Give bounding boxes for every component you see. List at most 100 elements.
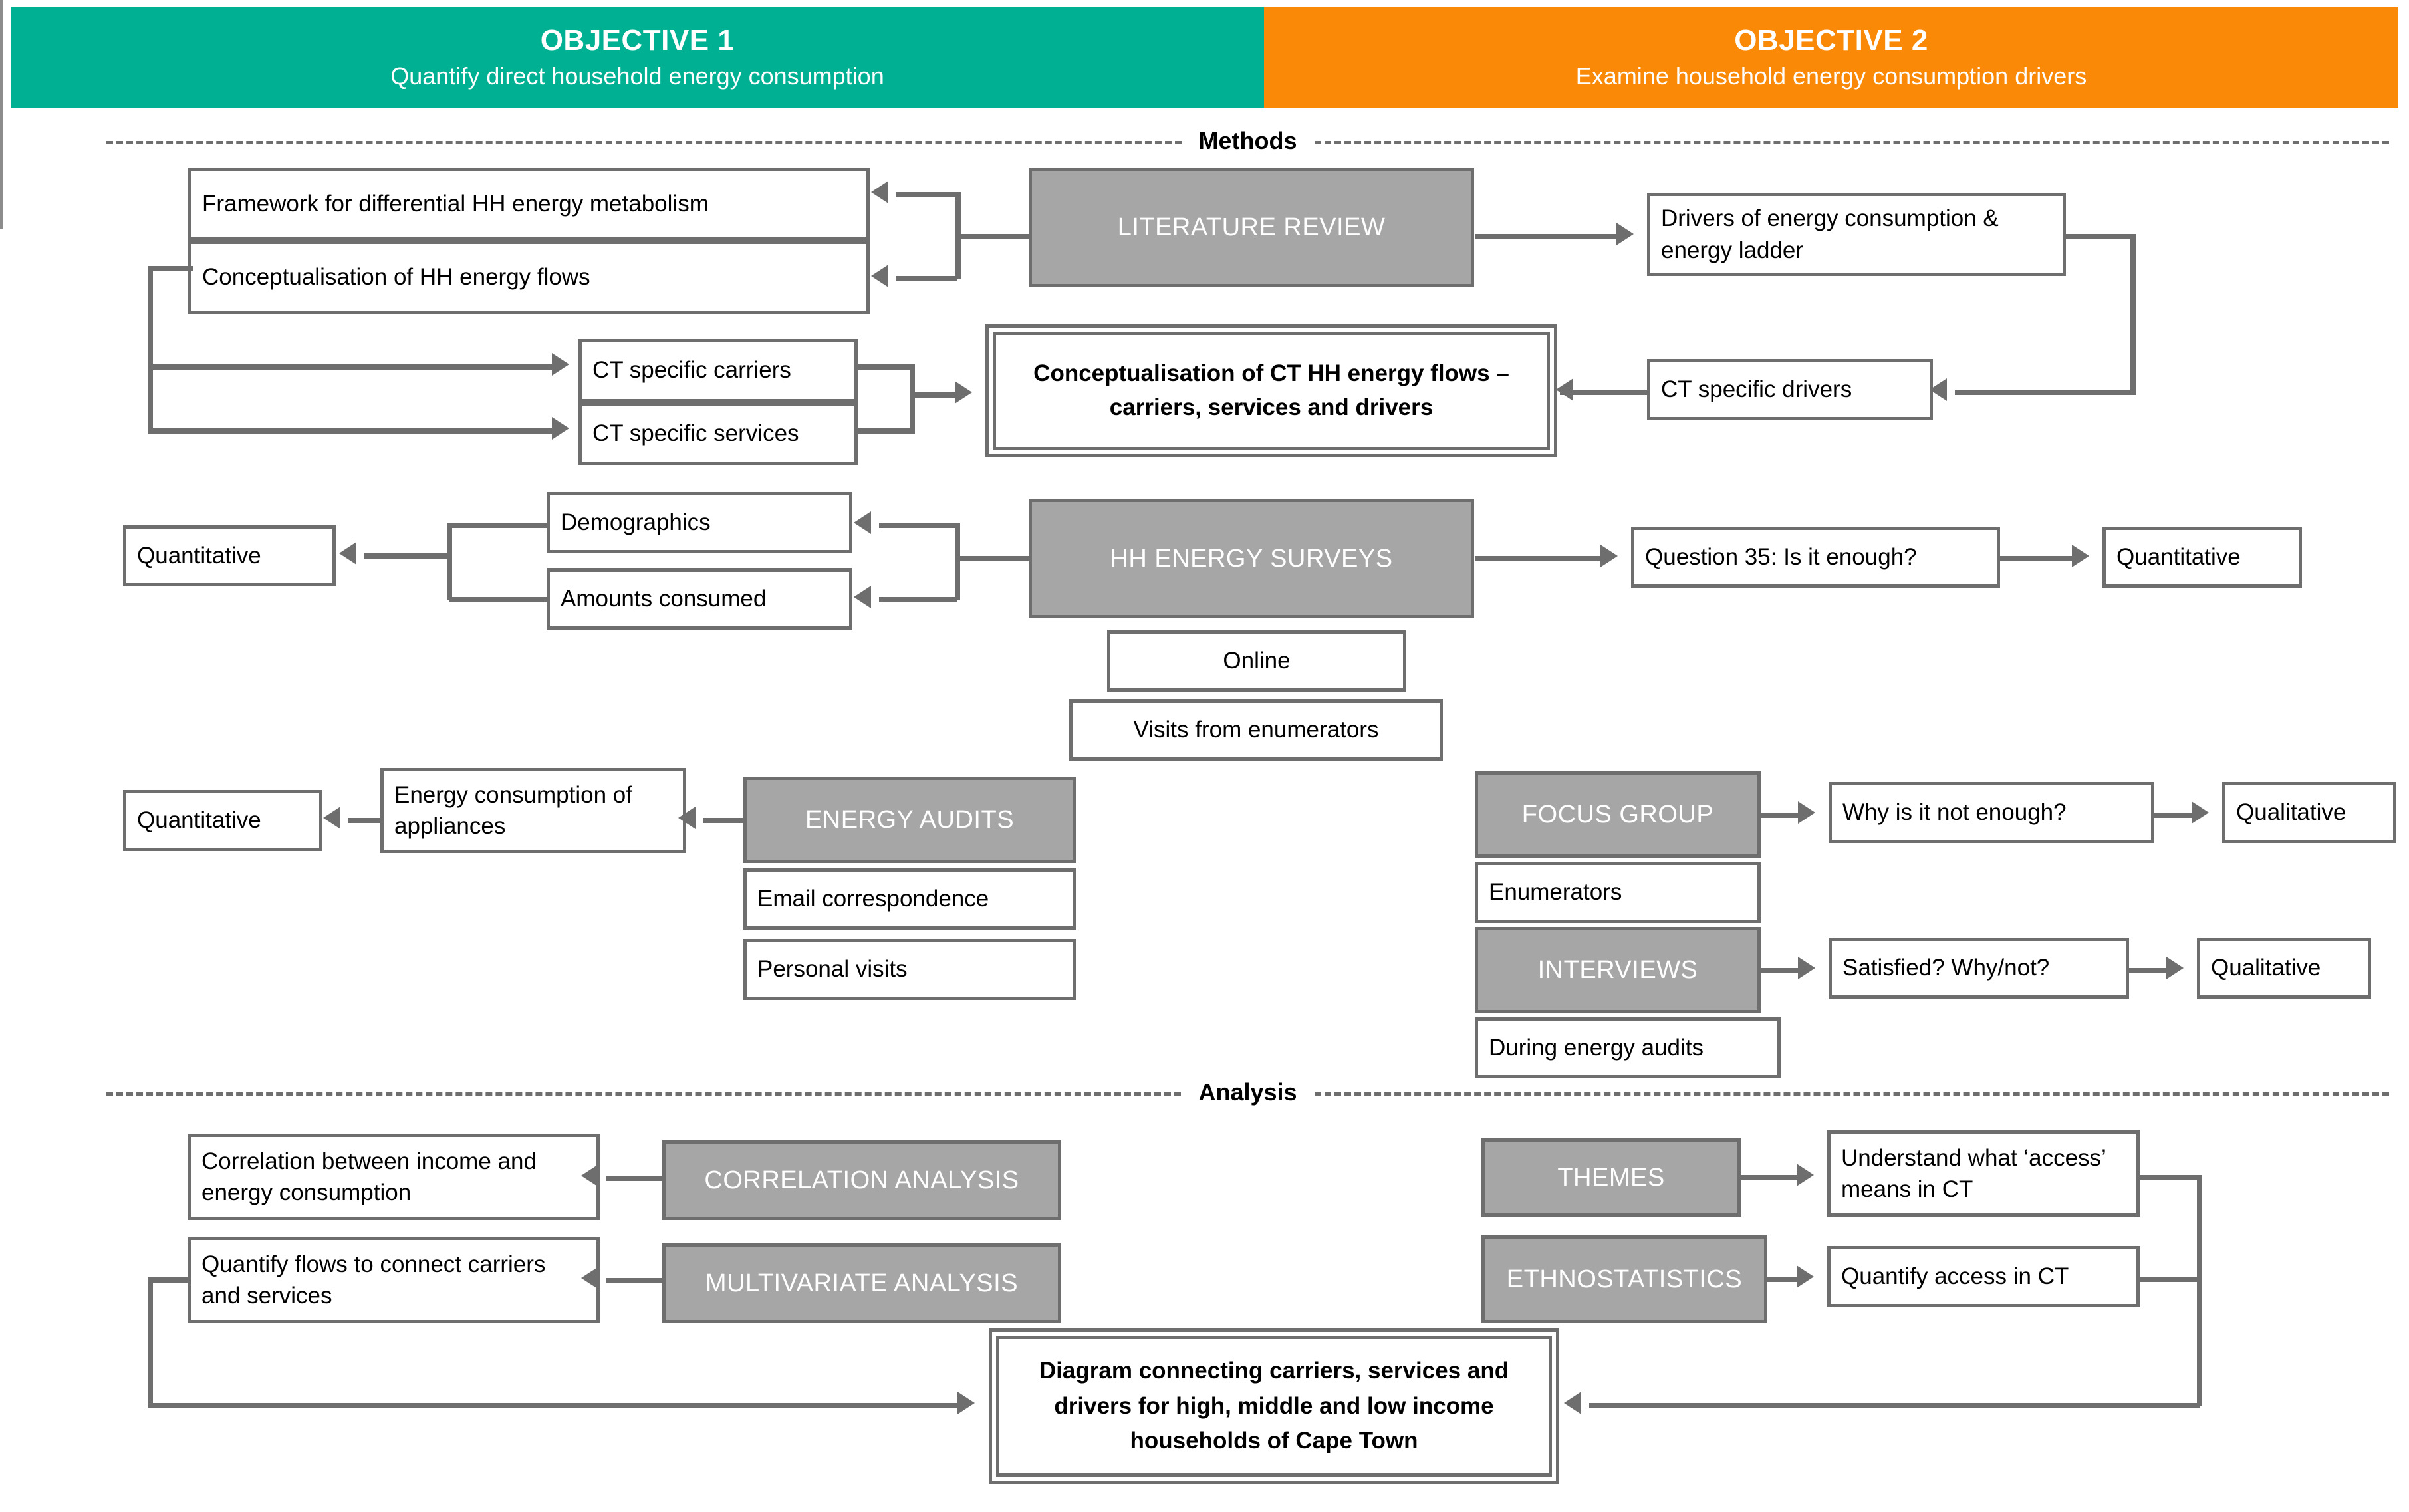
connector-focus-to-why [1761,813,1799,818]
box-correlation-result[interactable]: Correlation between income and energy co… [188,1134,600,1220]
connector-loop-vertical [148,269,153,431]
box-question-35[interactable]: Question 35: Is it enough? [1631,527,2000,588]
arrow-concept-from-drivers [1556,378,1573,401]
box-demographics[interactable]: Demographics [547,492,852,553]
analysis-dash-left [106,1092,1182,1096]
box-energy-consumption-appliances[interactable]: Energy consumption of appliances [380,768,686,853]
objective-2-banner: OBJECTIVE 2 Examine household energy con… [1264,7,2398,108]
connector-interviews-to-satisfied [1761,968,1799,973]
box-qualitative-interviews[interactable]: Qualitative [2197,938,2371,999]
box-email-correspondence[interactable]: Email correspondence [743,868,1076,930]
arrow-to-quantitative-audits [323,807,340,829]
connector-lr-to-framework [896,192,957,197]
objective-2-title: OBJECTIVE 2 [1734,24,1928,57]
connector-lr-left-stem [961,234,1030,239]
box-qualitative-focus[interactable]: Qualitative [2222,782,2396,843]
connector-merge-vertical [910,364,915,434]
connector-loop-to-services [148,428,553,434]
box-multivariate-analysis[interactable]: MULTIVARIATE ANALYSIS [662,1243,1061,1323]
box-enumerators[interactable]: Enumerators [1475,862,1761,923]
objective-1-subtitle: Quantify direct household energy consump… [390,63,884,90]
arrow-to-ct-services [552,417,569,440]
arrow-to-amounts-consumed [854,586,871,608]
connector-right-feedback-mid [2140,1277,2202,1282]
box-framework[interactable]: Framework for differential HH energy met… [188,168,870,241]
divider-dash-right [1314,140,2389,144]
connector-merge-to-quantitative [364,553,449,559]
arrow-to-quantitative-surveys [339,542,356,565]
arrow-to-demographics [854,511,871,534]
box-amounts-consumed[interactable]: Amounts consumed [547,568,852,630]
connector-right-feedback-vertical [2197,1175,2202,1406]
box-correlation-analysis[interactable]: CORRELATION ANALYSIS [662,1140,1061,1220]
connector-audits-to-consumption [703,818,745,823]
box-ct-specific-carriers[interactable]: CT specific carriers [578,339,858,402]
arrow-to-quantitative-q35 [2072,545,2089,567]
analysis-dash-right [1314,1092,2390,1096]
box-quantitative-surveys[interactable]: Quantitative [123,525,336,586]
box-ct-specific-drivers[interactable]: CT specific drivers [1647,359,1933,420]
connector-surveys-to-demographics [879,523,957,528]
arrow-to-themes-result [1797,1164,1814,1186]
box-visits-from-enumerators[interactable]: Visits from enumerators [1069,699,1443,761]
connector-lr-to-drivers [1475,234,1618,239]
objective-1-banner: OBJECTIVE 1 Quantify direct household en… [11,7,1264,108]
divider-dash-left [106,140,1182,144]
connector-audits-to-email [0,117,3,150]
connector-lr-left-vertical [955,192,961,279]
arrow-to-ct-carriers [552,353,569,376]
arrow-to-why-not-enough [1798,801,1815,824]
connector-interviews-to-during [0,209,3,229]
methods-divider-label: Methods [1198,127,1297,154]
connector-lr-to-concept [896,276,957,281]
connector-email-to-visits [0,150,3,189]
box-ct-specific-services[interactable]: CT specific services [578,402,858,465]
arrow-to-final-diagram-left [957,1392,975,1414]
box-focus-group[interactable]: FOCUS GROUP [1475,771,1761,858]
box-themes[interactable]: THEMES [1481,1138,1741,1217]
box-why-is-it-not-enough[interactable]: Why is it not enough? [1829,782,2154,843]
connector-drivers-vertical [2130,234,2136,395]
connector-left-feedback-vertical [148,1280,153,1408]
box-multivariate-result[interactable]: Quantify flows to connect carriers and s… [188,1237,600,1323]
connector-right-feedback-bottom [1589,1403,2200,1408]
arrow-to-final-diagram-right [1564,1392,1581,1414]
objective-1-title: OBJECTIVE 1 [540,24,735,57]
box-interviews[interactable]: INTERVIEWS [1475,927,1761,1013]
connector-loop-to-carriers [148,364,553,370]
box-drivers-of-energy[interactable]: Drivers of energy consumption & energy l… [1647,193,2066,276]
box-literature-review[interactable]: LITERATURE REVIEW [1029,168,1474,287]
box-ethnostatistics[interactable]: ETHNOSTATISTICS [1481,1235,1767,1323]
box-satisfied-why-not[interactable]: Satisfied? Why/not? [1829,938,2129,999]
connector-quant-merge-vertical [447,523,452,600]
box-ct-conceptualisation[interactable]: Conceptualisation of CT HH energy flows … [985,324,1557,457]
analysis-divider-label: Analysis [1198,1078,1297,1106]
box-final-diagram[interactable]: Diagram connecting carriers, services an… [989,1328,1559,1484]
connector-merge-to-concept [910,392,956,398]
box-during-energy-audits[interactable]: During energy audits [1475,1017,1781,1078]
connector-to-ct-drivers [1955,390,2133,395]
connector-demographics-stem [449,523,548,528]
connector-surveys-to-q35 [1475,556,1602,561]
arrow-to-framework [871,181,888,203]
connector-carriers-stem [858,364,915,370]
box-energy-audits[interactable]: ENERGY AUDITS [743,777,1076,863]
box-hh-energy-surveys[interactable]: HH ENERGY SURVEYS [1029,499,1474,618]
arrow-to-question-35 [1600,545,1618,567]
connector-q35-to-quant [2000,556,2073,561]
box-conceptualisation-hh-flows[interactable]: Conceptualisation of HH energy flows [188,241,870,314]
box-online[interactable]: Online [1107,630,1406,692]
box-personal-visits[interactable]: Personal visits [743,939,1076,1000]
box-themes-result[interactable]: Understand what ‘access’ means in CT [1827,1130,2140,1217]
box-ethnostatistics-result[interactable]: Quantify access in CT [1827,1246,2140,1307]
connector-online-to-visits [0,78,3,117]
box-quantitative-q35[interactable]: Quantitative [2102,527,2302,588]
connector-amounts-stem [449,597,548,602]
arrow-to-satisfied [1798,957,1815,979]
connector-left-feedback-top [148,1277,191,1283]
arrow-to-drivers-energy [1616,223,1634,245]
box-quantitative-audits[interactable]: Quantitative [123,790,322,851]
connector-services-stem [858,428,915,434]
arrow-to-conceptualisation [871,265,888,287]
objective-2-subtitle: Examine household energy consumption dri… [1575,63,2087,90]
